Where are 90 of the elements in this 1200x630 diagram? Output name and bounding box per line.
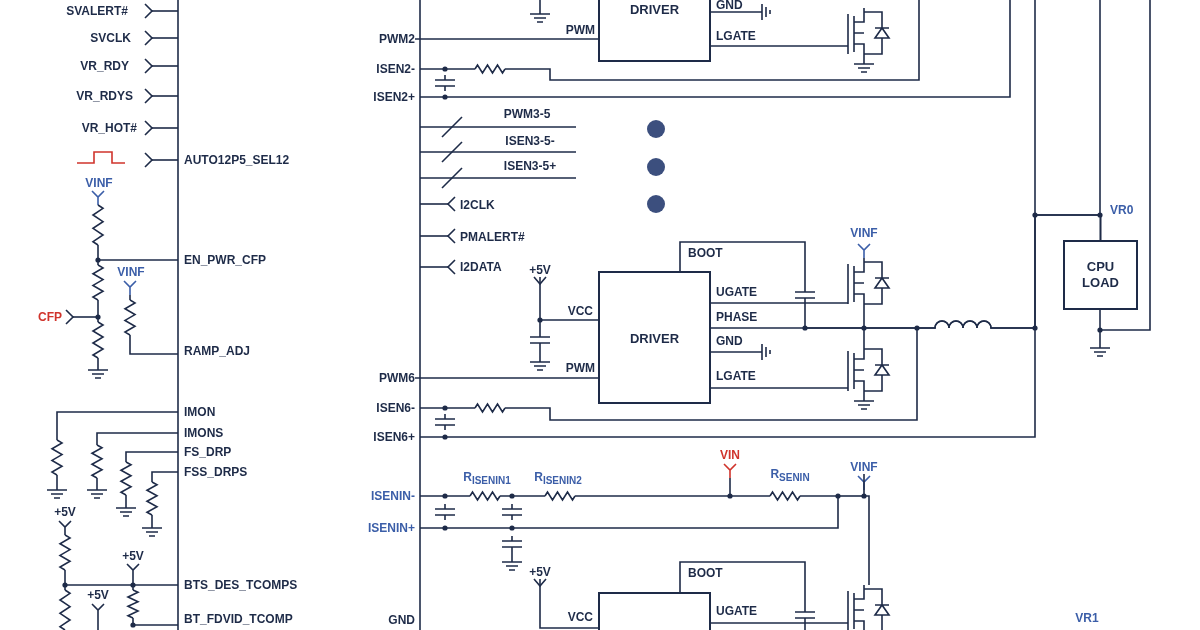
pin-label: PHASE <box>716 310 758 324</box>
signal-label: +5V <box>529 565 551 579</box>
signal-label: ISEN3-5- <box>505 134 555 148</box>
wire <box>863 307 865 346</box>
signal-label: VINF <box>117 265 145 279</box>
signal-label: VIN <box>720 448 740 462</box>
signal-label: +5V <box>54 505 76 519</box>
signal-label: GND <box>388 613 415 627</box>
wire <box>863 473 870 586</box>
wire <box>679 241 806 288</box>
signal-label: VINF <box>85 176 113 190</box>
capacitor-symbol <box>794 606 816 624</box>
signal-label: IMON <box>184 405 216 419</box>
ground-symbol <box>1089 343 1111 357</box>
signal-label: R$_{ISENIN2}$ <box>534 469 582 489</box>
wire <box>710 351 763 353</box>
signal-label: RAMP_ADJ <box>184 344 250 358</box>
pin-label: UGATE <box>716 285 758 299</box>
signal-label: +5V <box>529 263 551 277</box>
signal-label: ISEN3-5+ <box>503 159 557 173</box>
signal-label: VR_HOT# <box>81 121 137 135</box>
signal-label: I2CLK <box>460 198 495 212</box>
driver-box <box>598 0 711 62</box>
wire <box>1099 309 1101 345</box>
signal-label: ISENIN+ <box>368 521 415 535</box>
wire <box>533 276 599 321</box>
mosfet-symbol <box>847 344 890 410</box>
signal-label: IMONS <box>184 426 224 440</box>
signal-label: +5V <box>122 549 144 563</box>
signal-label: BTS_DES_TCOMPS <box>184 578 298 592</box>
pin-label: LGATE <box>716 369 756 383</box>
signal-label: +5V <box>87 588 109 602</box>
wire <box>414 377 599 379</box>
signal-label: ISEN6- <box>376 401 415 415</box>
signal-label: VINF <box>850 460 878 474</box>
wire <box>804 214 1102 329</box>
signal-label: EN_PWR_CFP <box>184 253 266 267</box>
component-label: DRIVER <box>628 331 681 347</box>
signal-label: SVALERT# <box>66 4 128 18</box>
wire <box>710 622 849 624</box>
pin-label: VINF <box>850 226 878 240</box>
driver-box <box>598 592 711 630</box>
wire <box>710 45 849 47</box>
signal-label: VR1 <box>1075 611 1099 625</box>
ground-symbol <box>761 343 771 361</box>
mosfet-symbol <box>847 7 890 73</box>
signal-label: ISENIN- <box>371 489 415 503</box>
signal-label: ISEN6+ <box>373 430 415 444</box>
signal-label: I2DATA <box>460 260 502 274</box>
pin-label: VCC <box>567 304 593 318</box>
signal-label: PWM2 <box>379 32 415 46</box>
capacitor-symbol <box>794 286 816 304</box>
signal-label: AUTO12P5_SEL12 <box>184 153 290 167</box>
pin-label: BOOT <box>688 566 723 580</box>
pin-label: UGATE <box>716 604 758 618</box>
signal-label: PWM3-5 <box>503 107 551 121</box>
wire <box>414 38 599 40</box>
signal-label: PWM6 <box>379 371 415 385</box>
mosfet-symbol <box>847 584 890 630</box>
signal-label: VR_RDY <box>80 59 129 73</box>
wire <box>533 578 599 629</box>
mosfet-symbol <box>847 243 890 309</box>
wire <box>710 387 849 389</box>
pin-label: BOOT <box>688 246 723 260</box>
signal-label: ISEN2+ <box>373 90 415 104</box>
signal-label: FSS_DRPS <box>184 465 248 479</box>
load-box <box>1063 240 1138 310</box>
driver-box <box>598 271 711 404</box>
signal-label: BT_FDVID_TCOMP <box>184 612 293 626</box>
signal-label: VR_RDYS <box>76 89 133 103</box>
pin-label: GND <box>716 334 743 348</box>
signal-label: PMALERT# <box>460 230 525 244</box>
pin-label: LGATE <box>716 29 756 43</box>
signal-label: SVCLK <box>90 31 131 45</box>
signal-label: FS_DRP <box>184 445 232 459</box>
signal-label: ISEN2- <box>376 62 415 76</box>
pin-label: VCC <box>567 610 593 624</box>
wire <box>710 302 849 304</box>
component-label: CPU LOAD <box>1081 259 1120 291</box>
signal-label: CFP <box>38 310 62 324</box>
signal-label: R$_{SENIN}$ <box>770 466 810 486</box>
signal-label: VR0 <box>1110 203 1134 217</box>
wire <box>679 561 806 608</box>
pin-label: GND <box>716 0 743 12</box>
component-label: DRIVER <box>628 2 681 18</box>
signal-label: R$_{ISENIN1}$ <box>463 469 511 489</box>
pin-label: PWM <box>565 361 595 375</box>
pin-label: PWM <box>565 23 595 37</box>
wire <box>710 11 763 13</box>
ground-symbol <box>761 3 771 21</box>
